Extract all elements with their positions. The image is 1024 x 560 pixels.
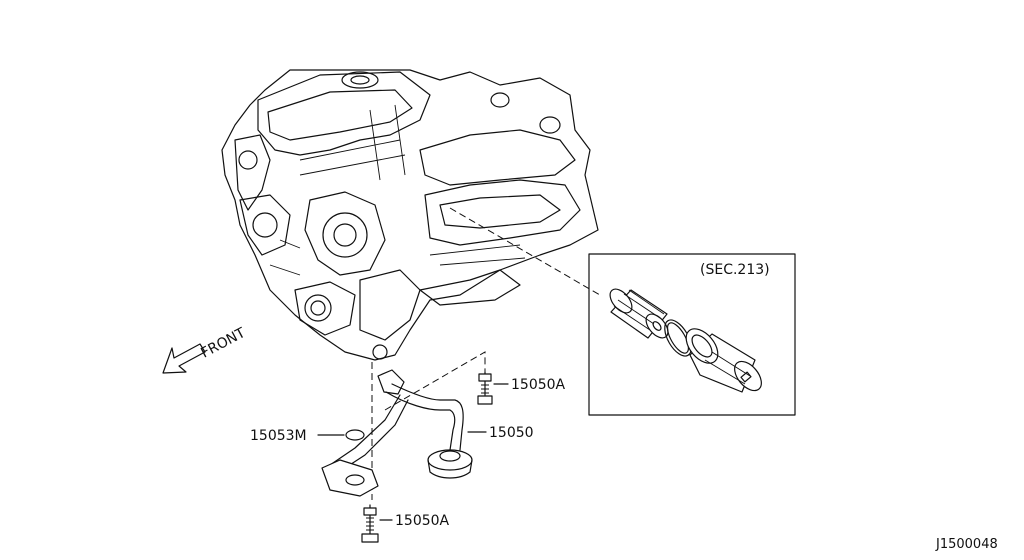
callout-oring: 15053M: [250, 428, 307, 444]
inset-frame: [588, 253, 796, 416]
oil-strainer-tube: [321, 369, 473, 497]
callout-bolt-lower: 15050A: [395, 513, 450, 529]
drawing-code: J1500048: [935, 537, 998, 552]
front-arrow-icon: [162, 343, 206, 374]
callout-tube: 15050: [489, 425, 534, 441]
engine-block: [221, 69, 599, 361]
front-arrow: FRONT: [162, 325, 248, 374]
oil-filter-element: [609, 288, 669, 339]
bolt-lower: [361, 504, 393, 543]
section-ref-label: (SEC.213): [700, 262, 770, 278]
oil-filter-cap: [685, 328, 762, 393]
oring-15053m: [317, 429, 365, 441]
bolt-upper: [477, 371, 509, 405]
front-label: FRONT: [198, 325, 248, 362]
callout-bolt-upper: 15050A: [511, 377, 566, 393]
section-inset: (SEC.213): [588, 253, 796, 416]
